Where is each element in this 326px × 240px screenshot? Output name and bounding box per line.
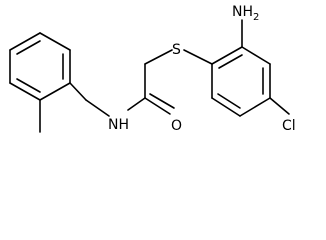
ring-bond [211,97,241,117]
aryl-connect-bond [69,82,87,101]
carbonyl-double-bond [144,97,171,115]
chlorophenyl-ring [211,46,271,117]
ring-bond [39,82,71,101]
ring-double-bond [218,54,243,69]
ring-bond [241,46,271,65]
tolyl-ring [9,32,71,101]
sulfur-label: S [172,42,181,58]
ring-bond [9,82,41,101]
ring-double-bond [16,40,41,55]
sulfur-methylene-bond [144,49,173,65]
ring-bond [239,97,271,117]
nitrogen-aryl-bond [85,99,110,117]
carbonyl-double-bond-inner [149,93,175,109]
amide-bond [127,97,146,111]
ring-bond [211,46,243,65]
ring-double-bond [16,78,41,93]
ring-bond [39,32,71,51]
chlorine-bond [269,97,290,115]
chlorine-label: Cl [282,118,296,134]
structure-canvas: NH2 S NH O Cl [9,4,296,134]
amine-label: NH2 [232,4,259,23]
ring-double-bond [217,93,241,109]
chemical-structure: NH2 S NH O Cl [9,4,296,134]
carbonyl-oxygen-label: O [171,118,182,134]
sulfur-ring-bond [183,49,213,65]
ring-bond [9,32,41,51]
amide-nitrogen-label: NH [108,117,129,133]
